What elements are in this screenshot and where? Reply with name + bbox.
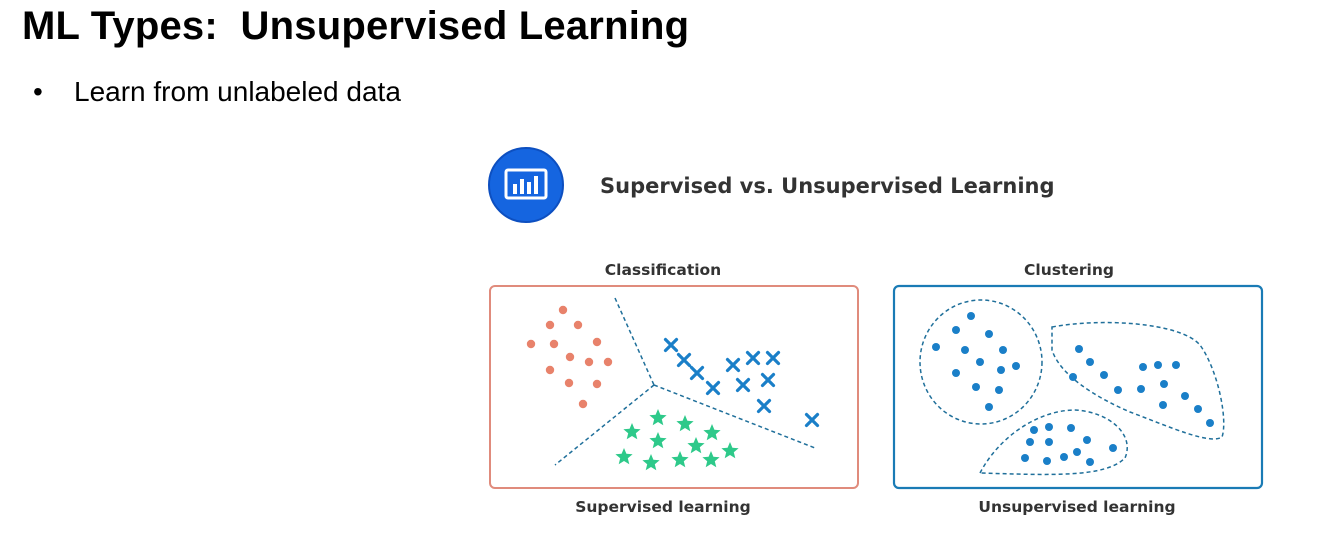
class-cross xyxy=(689,365,705,381)
cluster-point xyxy=(985,330,993,338)
cluster-point xyxy=(1060,453,1068,461)
class-cross xyxy=(804,412,820,428)
cluster-point xyxy=(1114,386,1122,394)
cluster-point xyxy=(1073,448,1081,456)
class-star xyxy=(649,409,667,426)
class-cross xyxy=(745,350,761,366)
class-dot xyxy=(592,337,602,347)
class-star xyxy=(687,437,705,454)
cluster-point xyxy=(967,312,975,320)
cluster-point xyxy=(1045,423,1053,431)
figure-header: Supervised vs. Unsupervised Learning xyxy=(600,174,1055,198)
class-crosses xyxy=(663,337,820,428)
class-dot xyxy=(558,305,568,315)
cluster-point xyxy=(1086,458,1094,466)
class-dot xyxy=(545,320,555,330)
unsupervised-learning-label: Unsupervised learning xyxy=(978,498,1175,516)
class-cross xyxy=(663,337,679,353)
class-dot xyxy=(565,352,575,362)
class-cross xyxy=(756,398,772,414)
clustering-panel xyxy=(892,284,1264,490)
class-cross xyxy=(765,350,781,366)
cluster-point xyxy=(997,366,1005,374)
class-dot xyxy=(578,399,588,409)
class-star xyxy=(702,451,720,468)
cluster-point xyxy=(985,403,993,411)
class-star xyxy=(671,451,689,468)
class-dot xyxy=(549,339,559,349)
supervised-learning-label: Supervised learning xyxy=(575,498,751,516)
cluster-outlines xyxy=(919,299,1225,476)
class-cross xyxy=(725,357,741,373)
bar-chart-icon xyxy=(488,147,564,223)
class-dot xyxy=(584,357,594,367)
cluster-point xyxy=(1139,363,1147,371)
bullet-marker: • xyxy=(33,76,43,107)
class-cross xyxy=(760,372,776,388)
class-dot xyxy=(564,378,574,388)
cluster-point xyxy=(1206,419,1214,427)
cluster-point xyxy=(952,326,960,334)
class-dot xyxy=(592,379,602,389)
cluster-point xyxy=(999,346,1007,354)
cluster-point xyxy=(1100,371,1108,379)
cluster-point xyxy=(1045,438,1053,446)
cluster-point xyxy=(952,369,960,377)
cluster-point xyxy=(1154,361,1162,369)
cluster-point xyxy=(1030,426,1038,434)
clustering-label: Clustering xyxy=(1024,261,1114,279)
cluster-point xyxy=(1026,438,1034,446)
cluster-point xyxy=(995,386,1003,394)
cluster-point xyxy=(972,383,980,391)
class-star xyxy=(676,415,694,432)
class-dot xyxy=(603,357,613,367)
slide-title: ML Types: Unsupervised Learning xyxy=(22,4,690,48)
cluster-point xyxy=(1067,424,1075,432)
class-star xyxy=(703,424,721,441)
class-star xyxy=(615,448,633,465)
class-dots xyxy=(526,305,613,409)
cluster-point xyxy=(932,343,940,351)
cluster-point xyxy=(1109,444,1117,452)
cluster-point xyxy=(1181,392,1189,400)
cluster-point xyxy=(1159,401,1167,409)
class-cross xyxy=(676,352,692,368)
class-cross xyxy=(705,380,721,396)
cluster-point xyxy=(1021,454,1029,462)
cluster-point xyxy=(976,358,984,366)
cluster-point xyxy=(1012,362,1020,370)
class-dot xyxy=(526,339,536,349)
class-star xyxy=(649,432,667,449)
cluster-point xyxy=(1172,361,1180,369)
class-star xyxy=(721,442,739,459)
cluster-point xyxy=(1043,457,1051,465)
class-star xyxy=(623,423,641,440)
classification-label: Classification xyxy=(605,261,721,279)
class-cross xyxy=(735,377,751,393)
cluster-point xyxy=(1160,380,1168,388)
classification-panel xyxy=(489,285,859,489)
cluster-point xyxy=(1075,345,1083,353)
cluster-point xyxy=(1194,405,1202,413)
cluster-point xyxy=(1083,436,1091,444)
class-stars xyxy=(615,409,739,471)
decision-boundaries xyxy=(554,297,816,466)
cluster-point xyxy=(1086,358,1094,366)
class-star xyxy=(642,454,660,471)
class-dot xyxy=(545,365,555,375)
cluster-point xyxy=(1137,385,1145,393)
cluster-point xyxy=(961,346,969,354)
cluster-point xyxy=(1069,373,1077,381)
cluster-points xyxy=(932,312,1214,466)
bullet-text: Learn from unlabeled data xyxy=(74,76,401,107)
class-dot xyxy=(573,320,583,330)
